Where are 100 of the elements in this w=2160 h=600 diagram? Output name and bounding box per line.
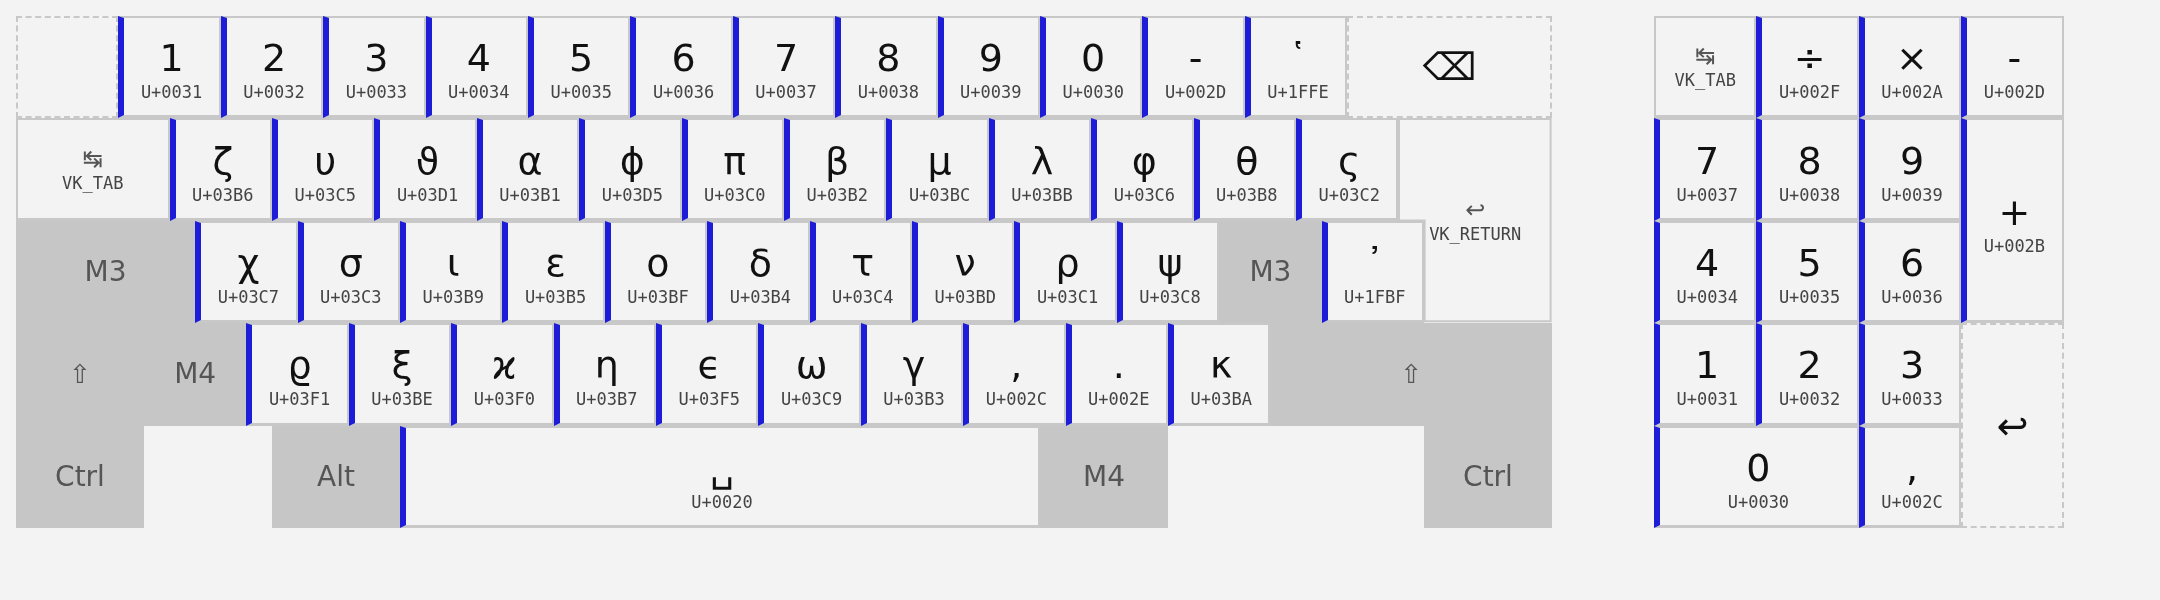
keyboard-key xyxy=(1654,220,1757,324)
unicode-code-point: U+1FFE xyxy=(1267,82,1329,104)
unicode-code-point: U+0039 xyxy=(960,82,1022,104)
key-character: 8 xyxy=(1797,138,1822,183)
modifier-label: M3 xyxy=(1249,255,1292,289)
keyboard-key xyxy=(502,220,605,324)
unicode-code-point: U+0030 xyxy=(1062,82,1124,104)
unicode-code-point: U+0032 xyxy=(1778,389,1841,411)
unicode-code-point: U+0039 xyxy=(1881,184,1943,206)
unicode-code-point: U+03C7 xyxy=(217,287,280,308)
keyboard-key xyxy=(604,220,708,324)
unicode-code-point: U+03C9 xyxy=(780,389,843,411)
unicode-code-point: U+002C xyxy=(1881,491,1943,513)
unicode-code-point: U+03B3 xyxy=(883,389,945,411)
unicode-code-point: U+03C4 xyxy=(832,287,894,308)
unicode-code-point: U+03B1 xyxy=(499,184,561,206)
keyboard-key xyxy=(400,425,1040,528)
unicode-code-point: U+03C3 xyxy=(320,287,382,308)
key-character: 2 xyxy=(261,36,287,81)
blank-key xyxy=(16,16,119,119)
modifier-key xyxy=(1424,425,1552,528)
unicode-code-point: U+0031 xyxy=(1676,389,1738,411)
keyboard-key xyxy=(1961,323,2064,528)
keyboard-key xyxy=(912,220,1015,324)
modifier-key xyxy=(272,425,400,528)
key-character: 8 xyxy=(876,36,901,81)
keyboard-key xyxy=(886,118,989,221)
key-character: 7 xyxy=(773,36,799,81)
unicode-code-point: U+0031 xyxy=(140,82,203,104)
unicode-code-point: U+0034 xyxy=(448,82,510,104)
keyboard-key xyxy=(323,16,426,119)
modifier-label: M4 xyxy=(174,357,217,392)
key-character: τ xyxy=(851,241,875,285)
key-character: ϑ xyxy=(415,138,440,183)
unicode-code-point: U+002D xyxy=(1983,82,2046,104)
keyboard-key xyxy=(1040,16,1143,119)
key-character: κ xyxy=(1210,343,1233,388)
unicode-code-point: U+03BD xyxy=(934,287,996,308)
key-character: ω xyxy=(795,343,828,388)
unicode-code-point: U+002F xyxy=(1778,82,1841,104)
key-character: 5 xyxy=(1797,241,1822,285)
modifier-key xyxy=(1219,220,1322,324)
keyboard-key xyxy=(1014,220,1117,324)
unicode-code-point: U+03D1 xyxy=(396,184,459,206)
key-character: α xyxy=(517,138,543,183)
keyboard-key xyxy=(1116,220,1220,324)
modifier-label: M4 xyxy=(1083,459,1125,494)
unicode-code-point: U+03F1 xyxy=(268,389,331,411)
keyboard-key xyxy=(656,323,759,426)
key-character: 3 xyxy=(364,36,389,81)
keyboard-key xyxy=(1756,16,1859,119)
unicode-code-point: U+03C0 xyxy=(704,184,766,206)
key-character: 4 xyxy=(1695,241,1720,285)
key-character: , xyxy=(1010,343,1023,388)
key-character: ι xyxy=(446,241,460,285)
unicode-code-point: U+03C1 xyxy=(1036,287,1099,308)
unicode-code-point: U+03F5 xyxy=(678,389,740,411)
keyboard-key xyxy=(1654,425,1859,528)
key-character: 3 xyxy=(1899,343,1925,388)
unicode-code-point: U+0033 xyxy=(345,82,408,104)
key-character: 1 xyxy=(1695,343,1720,388)
key-symbol: ⇧ xyxy=(1400,358,1423,391)
keyboard-key xyxy=(758,323,861,426)
key-character: 7 xyxy=(1695,138,1720,183)
unicode-code-point: U+03F0 xyxy=(473,389,536,411)
keyboard-key xyxy=(1654,323,1757,426)
key-character: ζ xyxy=(212,138,234,183)
unicode-code-point: U+03D5 xyxy=(601,184,664,206)
unicode-code-point: U+03B2 xyxy=(806,184,868,206)
modifier-label: Alt xyxy=(317,459,355,494)
virtual-key-name: VK_RETURN xyxy=(1429,224,1522,246)
key-symbol: ↩ xyxy=(1465,196,1486,225)
keyboard-key xyxy=(1091,118,1194,221)
key-character: 6 xyxy=(1899,241,1925,285)
keyboard-key xyxy=(1321,220,1424,324)
key-character: θ xyxy=(1235,138,1259,183)
keyboard-key xyxy=(1347,16,1552,119)
unicode-code-point: U+03B5 xyxy=(524,287,587,308)
unicode-code-point: U+03B8 xyxy=(1216,184,1278,206)
key-character: - xyxy=(1188,36,1203,81)
key-character: σ xyxy=(338,241,363,285)
key-symbol: ↩ xyxy=(1996,403,2029,448)
keyboard-key xyxy=(1756,220,1859,324)
key-character: 1 xyxy=(159,36,184,81)
keyboard-key xyxy=(1858,220,1962,324)
key-character: δ xyxy=(748,241,772,285)
keyboard-key xyxy=(476,118,580,221)
key-character: × xyxy=(1896,36,1928,81)
key-character: ÷ xyxy=(1793,36,1826,81)
unicode-code-point: U+03B6 xyxy=(192,184,254,206)
keyboard-key xyxy=(374,118,477,221)
key-character: ᾿ xyxy=(1365,241,1385,285)
unicode-code-point: U+0038 xyxy=(857,82,920,104)
keyboard-key xyxy=(1961,118,2064,324)
key-character: φ xyxy=(1131,138,1157,183)
key-character: ρ xyxy=(1055,241,1080,285)
keyboard-key xyxy=(1858,323,1962,426)
unicode-code-point: U+002A xyxy=(1881,82,1943,104)
key-character: γ xyxy=(902,343,926,388)
key-character: χ xyxy=(237,241,260,285)
